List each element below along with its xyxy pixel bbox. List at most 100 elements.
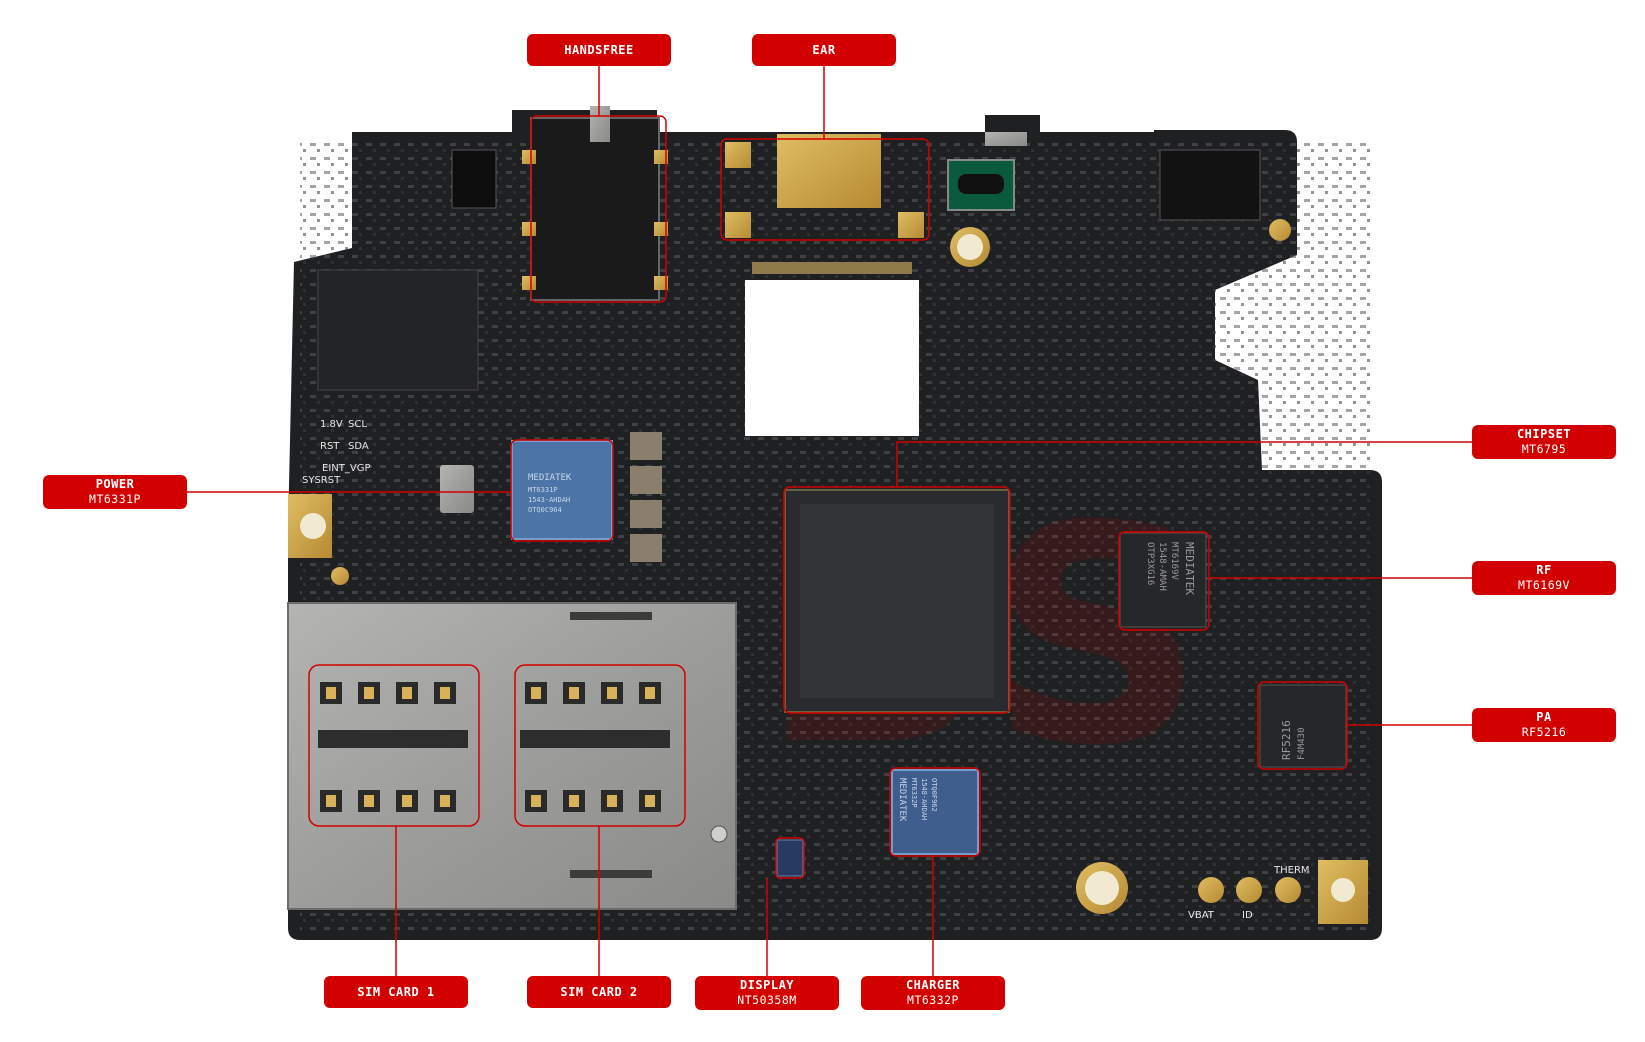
label-power: POWER MT6331P	[43, 475, 187, 509]
inductor	[630, 432, 662, 460]
highlight-ear	[720, 138, 930, 241]
label-display-part: NT50358M	[737, 993, 797, 1007]
sim-contact-pin	[326, 687, 336, 699]
silk-scl: SCL	[348, 419, 367, 430]
shield-area	[317, 269, 479, 391]
silk-eint-vgp: EINT_VGP	[322, 463, 370, 474]
label-pa: PA RF5216	[1472, 708, 1616, 742]
test-pad-vbat	[1198, 877, 1224, 903]
test-pad-id	[1236, 877, 1262, 903]
label-ear-title: EAR	[812, 42, 836, 57]
mount-hole	[331, 567, 349, 585]
mic-component	[451, 149, 497, 209]
charger-ic-marking-line: MT6332P	[910, 778, 918, 808]
silk-id: ID	[1242, 910, 1253, 921]
sim-contact-pin	[402, 687, 412, 699]
crystal	[440, 465, 474, 513]
label-ear: EAR	[752, 34, 896, 66]
sim-tray	[287, 602, 737, 910]
mount-hole-inner	[1085, 871, 1119, 905]
sim-contact-pin	[569, 687, 579, 699]
label-charger-title: CHARGER	[905, 978, 961, 992]
sim-contact-pin	[569, 795, 579, 807]
sim-contact-pin	[440, 795, 450, 807]
highlight-sim1	[308, 664, 480, 827]
rf-ic-marking-line: 1548-AMAH	[1157, 542, 1167, 591]
label-sim1: SIM CARD 1	[324, 976, 468, 1008]
highlight-sim2	[514, 664, 686, 827]
mount-hole-inner	[300, 513, 326, 539]
pa-ic-marking-line: F4M430	[1297, 727, 1307, 760]
sim-contact-pin	[607, 795, 617, 807]
label-charger-part: MT6332P	[907, 993, 959, 1007]
power-ic-marking-line: MEDIATEK	[528, 473, 572, 483]
silk-therm: THERM	[1273, 865, 1310, 876]
label-pa-part: RF5216	[1521, 725, 1567, 739]
highlight-rf	[1118, 531, 1210, 631]
charger-ic-marking-line: OTQ0F962	[930, 778, 938, 812]
inductor	[630, 500, 662, 528]
audio-jack-pad	[654, 222, 668, 236]
power-ic-marking-line: MT6331P	[528, 486, 558, 494]
label-chipset-title: CHIPSET	[1516, 427, 1572, 441]
silk-1v8: 1.8V	[320, 419, 343, 430]
mount-hole	[1269, 219, 1291, 241]
silk-vbat: VBAT	[1188, 910, 1215, 921]
rf-ic-marking-line: MT6169V	[1169, 542, 1179, 581]
audio-jack-pad	[522, 150, 536, 164]
sim-tray-bar	[520, 730, 670, 748]
audio-jack-pad	[654, 150, 668, 164]
audio-jack-pad	[654, 276, 668, 290]
power-ic	[511, 440, 613, 540]
mount-hole-inner	[1331, 878, 1355, 902]
inductor	[630, 534, 662, 562]
sim-tray-bar	[318, 730, 468, 748]
sim-contact-pin	[402, 795, 412, 807]
label-handsfree: HANDSFREE	[527, 34, 671, 66]
label-display-title: DISPLAY	[739, 978, 795, 992]
label-rf: RF MT6169V	[1472, 561, 1616, 595]
test-pad-therm	[1275, 877, 1301, 903]
leader-chipset	[896, 441, 1472, 487]
charger-ic	[891, 769, 979, 855]
label-handsfree-title: HANDSFREE	[564, 42, 634, 57]
ear-speaker-pad	[777, 134, 881, 208]
board-cutout	[745, 280, 919, 436]
audio-jack-pad	[522, 276, 536, 290]
sim-contact-pin	[607, 687, 617, 699]
rf-ic	[1119, 532, 1207, 628]
proximity-sensor-lens	[958, 174, 1004, 194]
sim-contact-pin	[364, 795, 374, 807]
sim-contact-pin	[531, 687, 541, 699]
audio-jack-pad	[522, 222, 536, 236]
highlight-power	[510, 439, 614, 542]
label-sim2: SIM CARD 2	[527, 976, 671, 1008]
ear-speaker-pad	[725, 142, 751, 168]
silk-sysrst: SYSRST	[302, 475, 341, 486]
mount-hole-inner	[957, 234, 983, 260]
sim-contact-pin	[326, 795, 336, 807]
pa-ic	[1259, 684, 1347, 768]
sim-contact-pin	[645, 795, 655, 807]
highlight-charger	[889, 767, 981, 857]
label-power-part: MT6331P	[89, 492, 141, 506]
sim-contact-pin	[440, 687, 450, 699]
silk-sda: SDA	[348, 441, 369, 452]
silk-rst: RST	[320, 441, 340, 452]
power-ic-marking-line: OTQ0C964	[528, 506, 562, 514]
front-led	[985, 132, 1027, 146]
sim-tray-slot	[570, 612, 652, 620]
label-sim1-title: SIM CARD 1	[357, 984, 435, 999]
label-rf-part: MT6169V	[1518, 578, 1570, 592]
inductor	[630, 466, 662, 494]
audio-jack-clip	[590, 106, 610, 142]
sim-contact-pin	[645, 687, 655, 699]
light-sensor	[1159, 149, 1261, 221]
label-chipset: CHIPSET MT6795	[1472, 425, 1616, 459]
charger-ic-marking-line: 1548-AHDAH	[920, 778, 928, 820]
label-sim2-title: SIM CARD 2	[560, 984, 638, 999]
rf-ic-marking-line: OTP3XG16	[1145, 542, 1155, 585]
label-pa-title: PA	[1536, 710, 1552, 724]
silkscreen-text: 1.8V SCL RST SDA EINT_VGP SYSRST VBAT ID…	[302, 419, 1310, 921]
